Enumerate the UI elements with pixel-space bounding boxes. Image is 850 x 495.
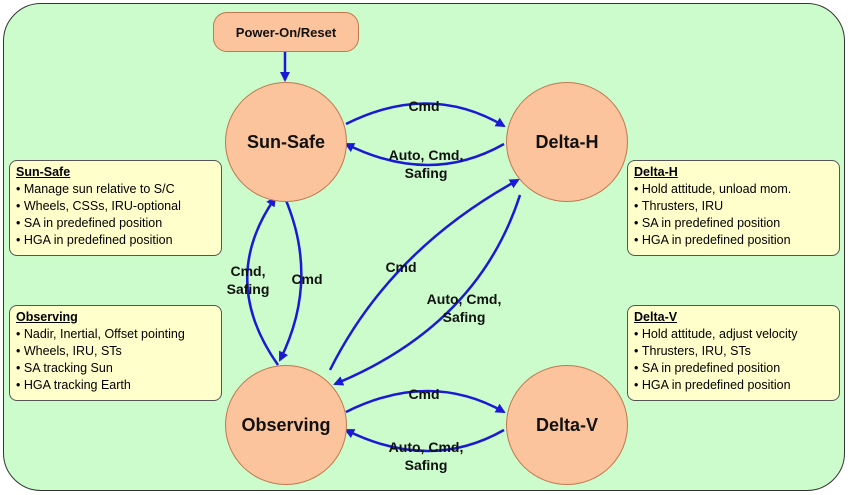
note-item: SA tracking Sun xyxy=(16,360,215,377)
state-observing: Observing xyxy=(225,365,347,485)
note-item: HGA in predefined position xyxy=(634,232,833,249)
note-sun-safe: Sun-Safe Manage sun relative to S/C Whee… xyxy=(9,160,222,256)
arrow-sunsafe-to-deltah xyxy=(345,102,506,128)
note-item: Manage sun relative to S/C xyxy=(16,181,215,198)
note-item: Wheels, CSSs, IRU-optional xyxy=(16,198,215,215)
label-line: Safing xyxy=(226,281,270,297)
arrow-deltah-to-sunsafe xyxy=(344,142,505,167)
note-item: HGA in predefined position xyxy=(634,377,833,394)
note-item: SA in predefined position xyxy=(16,215,215,232)
note-title: Observing xyxy=(16,310,78,324)
note-item: HGA tracking Earth xyxy=(16,377,215,394)
label-line: Safing xyxy=(442,309,486,325)
note-item: Thrusters, IRU xyxy=(634,198,833,215)
arrow-observing-to-deltav xyxy=(345,389,506,414)
label-deltav-to-observing: Auto, Cmd, Safing xyxy=(378,438,474,474)
label-observing-to-deltah: Cmd xyxy=(385,259,417,275)
note-title: Delta-H xyxy=(634,165,678,179)
label-line: Cmd, xyxy=(230,263,266,279)
power-on-reset-node: Power-On/Reset xyxy=(213,12,359,52)
state-sun-safe: Sun-Safe xyxy=(225,82,347,202)
label-observing-to-deltav: Cmd xyxy=(408,386,440,402)
note-title: Delta-V xyxy=(634,310,678,324)
arrow-deltav-to-observing xyxy=(344,428,505,453)
note-observing: Observing Nadir, Inertial, Offset pointi… xyxy=(9,305,222,401)
note-delta-v: Delta-V Hold attitude, adjust velocity T… xyxy=(627,305,840,401)
label-line: Auto, Cmd, xyxy=(426,291,502,307)
note-delta-h: Delta-H Hold attitude, unload mom. Thrus… xyxy=(627,160,840,256)
note-item: Wheels, IRU, STs xyxy=(16,343,215,360)
note-item: HGA in predefined position xyxy=(16,232,215,249)
label-line: Auto, Cmd, xyxy=(388,439,464,455)
note-item: SA in predefined position xyxy=(634,360,833,377)
label-deltah-to-observing: Auto, Cmd, Safing xyxy=(416,290,512,326)
arrow-observing-to-deltah xyxy=(328,178,520,371)
arrow-observing-to-sunsafe xyxy=(246,196,280,366)
state-delta-h: Delta-H xyxy=(506,82,628,202)
label-observing-to-sunsafe: Cmd, Safing xyxy=(220,262,276,298)
label-sunsafe-to-deltah: Cmd xyxy=(408,98,440,114)
label-line: Auto, Cmd, xyxy=(388,147,464,163)
state-delta-v: Delta-V xyxy=(506,365,628,485)
note-item: SA in predefined position xyxy=(634,215,833,232)
label-line: Safing xyxy=(404,165,448,181)
label-line: Safing xyxy=(404,457,448,473)
arrow-deltah-to-observing xyxy=(333,194,522,386)
note-item: Hold attitude, unload mom. xyxy=(634,181,833,198)
arrow-sunsafe-to-observing xyxy=(278,197,303,362)
label-deltah-to-sunsafe: Auto, Cmd, Safing xyxy=(378,146,474,182)
note-item: Nadir, Inertial, Offset pointing xyxy=(16,326,215,343)
note-item: Thrusters, IRU, STs xyxy=(634,343,833,360)
label-sunsafe-to-observing: Cmd xyxy=(291,271,323,287)
note-title: Sun-Safe xyxy=(16,165,71,179)
note-item: Hold attitude, adjust velocity xyxy=(634,326,833,343)
